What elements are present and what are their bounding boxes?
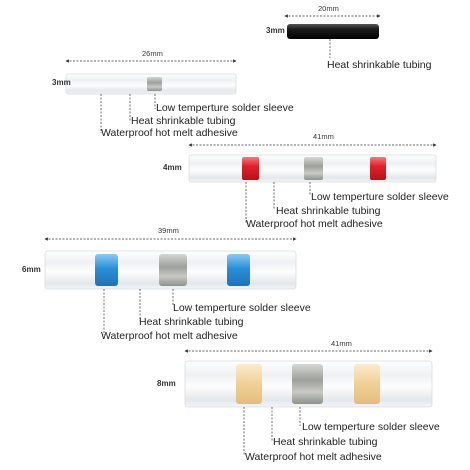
connector-4mm <box>188 143 437 223</box>
black-heat-shrink-tube <box>287 24 379 39</box>
solder-sleeve <box>159 254 187 286</box>
heat-shrinkable-tubing-label: Heat shrinkable tubing <box>131 115 236 127</box>
diameter-label: 3mm <box>52 78 71 87</box>
hot-melt-adhesive-label: Waterproof hot melt adhesive <box>101 127 238 139</box>
red-adhesive-band <box>370 157 386 180</box>
length-label: 41mm <box>313 132 334 141</box>
hot-melt-adhesive-label: Waterproof hot melt adhesive <box>101 330 238 342</box>
solder-sleeve-label: Low temperture solder sleeve <box>311 191 449 203</box>
blue-adhesive-band <box>227 254 250 286</box>
solder-sleeve-label: Low temperture solder sleeve <box>302 421 440 433</box>
connector-6mm <box>44 237 297 335</box>
solder-sleeve <box>147 77 162 91</box>
heat-shrinkable-tubing-label: Heat shrinkable tubing <box>139 316 244 328</box>
heat-shrinkable-tubing-label: Heat shrinkable tubing <box>273 436 378 448</box>
length-label: 41mm <box>331 339 352 348</box>
solder-sleeve <box>292 364 323 404</box>
length-label: 39mm <box>158 226 179 235</box>
connector-8mm <box>184 349 433 456</box>
black-tube <box>284 14 381 58</box>
connector-3mm <box>65 59 237 133</box>
length-label: 20mm <box>318 4 339 13</box>
length-label: 26mm <box>142 49 163 58</box>
diameter-label: 3mm <box>266 26 285 35</box>
solder-sleeve-label: Low temperture solder sleeve <box>173 302 311 314</box>
hot-melt-adhesive-label: Waterproof hot melt adhesive <box>246 218 383 230</box>
red-adhesive-band <box>242 157 259 180</box>
yellow-adhesive-band <box>236 364 262 404</box>
heat-shrinkable-tubing-label: Heat shrinkable tubing <box>327 59 432 71</box>
solder-sleeve <box>304 157 323 180</box>
blue-adhesive-band <box>95 254 118 286</box>
diameter-label: 4mm <box>163 163 182 172</box>
heat-shrinkable-tubing-label: Heat shrinkable tubing <box>276 205 381 217</box>
yellow-adhesive-band <box>354 364 380 404</box>
diameter-label: 8mm <box>157 379 176 388</box>
solder-sleeve-label: Low temperture solder sleeve <box>156 102 294 114</box>
diameter-label: 6mm <box>22 265 41 274</box>
hot-melt-adhesive-label: Waterproof hot melt adhesive <box>245 451 382 463</box>
